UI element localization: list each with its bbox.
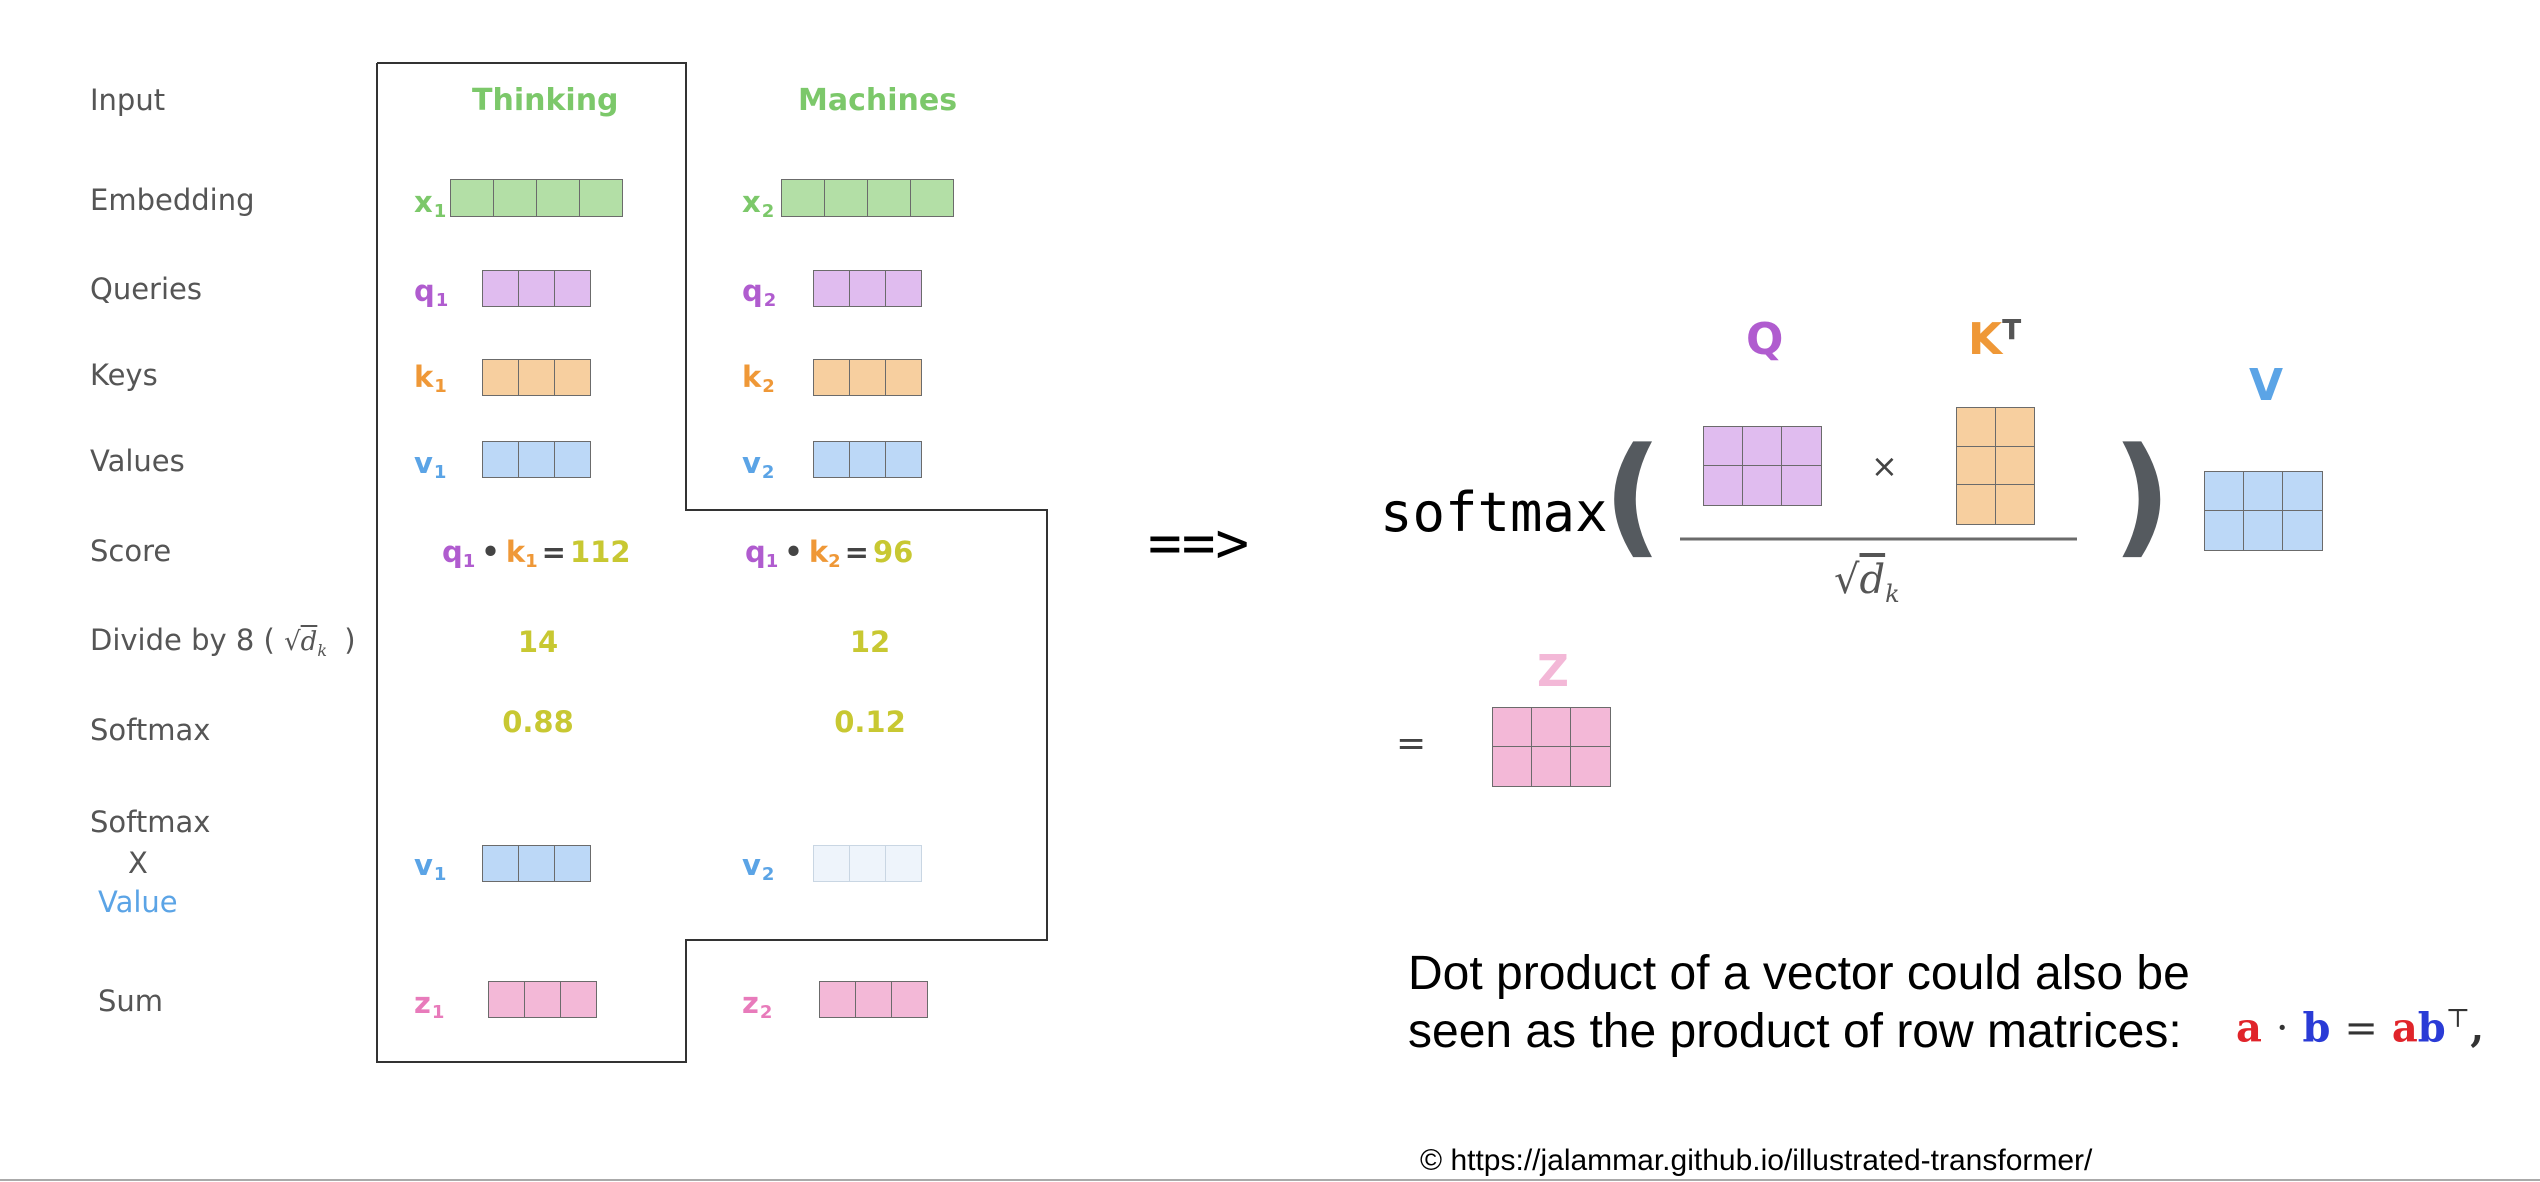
- x2-label: x2: [742, 185, 775, 222]
- z-matrix: [1492, 707, 1611, 787]
- close-paren: ): [2112, 419, 2172, 571]
- open-paren: (: [1603, 419, 1663, 571]
- score-2-q: q1: [745, 535, 779, 572]
- x1-label: x1: [414, 185, 447, 222]
- fraction-bar: [1680, 537, 2077, 541]
- divided-score-1: 14: [517, 625, 559, 659]
- token-word-machines: Machines: [798, 83, 958, 118]
- times-sign: ×: [1871, 447, 1898, 485]
- k2-key-vector: [813, 359, 922, 396]
- z2-output-vector: [819, 981, 928, 1018]
- row-label-softmax-x-value-3: Value: [98, 885, 178, 919]
- k2-label: k2: [742, 360, 775, 397]
- q-matrix: [1703, 426, 1822, 506]
- divide-close: ): [344, 623, 356, 657]
- z2-label: z2: [742, 986, 773, 1023]
- v-matrix: [2204, 471, 2323, 551]
- score-2: q1•k2=96: [745, 535, 914, 572]
- kt-matrix: [1956, 407, 2035, 525]
- v-matrix-label: V: [2249, 360, 2284, 411]
- score-1-k: k1: [505, 535, 538, 572]
- row-label-input: Input: [90, 83, 166, 117]
- row-label-score: Score: [90, 534, 172, 568]
- softmax-2: 0.12: [834, 705, 906, 739]
- score-1-q: q1: [442, 535, 476, 572]
- weighted-v2-vector: [813, 845, 922, 882]
- q-matrix-label: Q: [1746, 314, 1784, 365]
- row-label-divide: Divide by 8 ( √dk ): [90, 626, 356, 659]
- q2-label: q2: [742, 274, 777, 311]
- sqrt-dk-denominator: √dk: [1834, 557, 1900, 608]
- x1-embedding-vector: [450, 179, 623, 217]
- row-label-softmax: Softmax: [90, 713, 211, 747]
- score-2-value: 96: [872, 535, 914, 569]
- score-1-dot: •: [481, 535, 500, 569]
- credit-link[interactable]: © https://jalammar.github.io/illustrated…: [1420, 1144, 2093, 1177]
- score-1-eq: =: [541, 535, 566, 569]
- kt-superscript: T: [2002, 313, 2022, 346]
- row-label-sum: Sum: [98, 984, 164, 1018]
- row-label-keys: Keys: [90, 358, 158, 392]
- z-matrix-label: Z: [1537, 646, 1569, 697]
- v2-value-vector: [813, 441, 922, 478]
- divided-score-2: 12: [849, 625, 891, 659]
- row-label-queries: Queries: [90, 272, 202, 306]
- z1-label: z1: [414, 986, 445, 1023]
- weighted-v2-label: v2: [742, 848, 775, 885]
- q1-query-vector: [482, 270, 591, 307]
- dot-product-equation: a · b = ab⊤,: [2236, 1004, 2485, 1052]
- divide-text: Divide by 8 (: [90, 623, 275, 657]
- weighted-v1-label: v1: [414, 848, 447, 885]
- k1-key-vector: [482, 359, 591, 396]
- z1-output-vector: [488, 981, 597, 1018]
- row-label-values: Values: [90, 444, 185, 478]
- row-label-embedding: Embedding: [90, 183, 255, 217]
- v2-label: v2: [742, 446, 775, 483]
- row-label-softmax-x-value-1: Softmax: [90, 805, 211, 839]
- softmax-1: 0.88: [502, 705, 574, 739]
- sqrt-dk-symbol: √dk: [284, 627, 328, 661]
- score-2-dot: •: [784, 535, 803, 569]
- x2-embedding-vector: [781, 179, 954, 217]
- q2-query-vector: [813, 270, 922, 307]
- softmax-text: softmax: [1380, 481, 1608, 544]
- arrow: ==>: [1148, 511, 1250, 576]
- v1-value-vector: [482, 441, 591, 478]
- q1-label: q1: [414, 274, 449, 311]
- k1-label: k1: [414, 360, 447, 397]
- score-1-value: 112: [569, 535, 631, 569]
- note-line-2: seen as the product of row matrices:: [1408, 1005, 2182, 1058]
- score-2-k: k2: [808, 535, 841, 572]
- equals-sign: =: [1396, 723, 1427, 764]
- v1-label: v1: [414, 446, 447, 483]
- note-line-1: Dot product of a vector could also be: [1408, 947, 2190, 1000]
- token-word-thinking: Thinking: [472, 83, 619, 118]
- weighted-v1-vector: [482, 845, 591, 882]
- score-2-eq: =: [844, 535, 869, 569]
- kt-matrix-label: KT: [1968, 313, 2022, 365]
- row-label-softmax-x-value-2: X: [128, 846, 148, 880]
- score-1: q1•k1=112: [442, 535, 631, 572]
